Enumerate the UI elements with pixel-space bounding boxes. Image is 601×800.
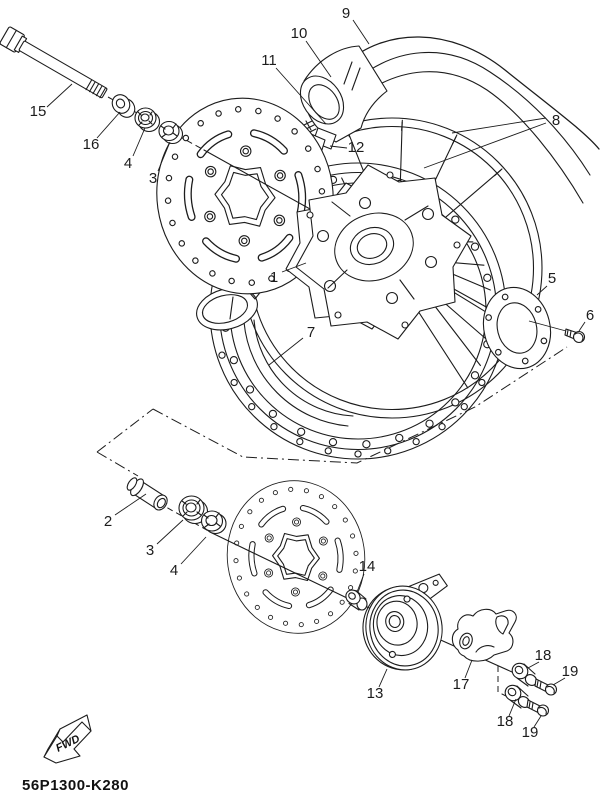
- bracket-17: [451, 608, 517, 662]
- collar-18-lower: [504, 684, 531, 709]
- part-label-2: 2: [104, 513, 112, 530]
- seal-4-lower: [200, 510, 227, 535]
- part-label-16: 16: [83, 136, 100, 153]
- callout-leader-18: [527, 661, 540, 669]
- part-label-3: 3: [146, 542, 154, 559]
- brake-disc-lower: [226, 480, 366, 634]
- callout-leader-8: [423, 122, 547, 169]
- callout-leader-14: [356, 573, 365, 593]
- fwd-arrow: FWD: [43, 714, 92, 764]
- callout-leader-4: [180, 536, 207, 565]
- rim-band-10: [299, 45, 388, 150]
- callout-leader-6: [578, 321, 586, 332]
- part-label-8: 8: [552, 112, 560, 129]
- bearing-4-upper: [134, 107, 161, 133]
- part-label-4: 4: [124, 155, 132, 172]
- axle-15: [0, 26, 108, 99]
- part-label-11: 11: [261, 52, 277, 69]
- callout-leader-18: [508, 698, 517, 717]
- part-label-6: 6: [586, 307, 594, 324]
- collar-16: [111, 94, 136, 118]
- mount-plate-5: [482, 286, 567, 370]
- part-label-18: 18: [535, 647, 552, 664]
- callout-leader-2: [114, 493, 147, 516]
- part-label-19: 19: [522, 724, 539, 741]
- callout-leader-9: [352, 19, 370, 45]
- bolt-19-upper: [534, 678, 558, 696]
- callout-leader-19: [533, 715, 542, 728]
- callout-leader-1: [281, 262, 307, 273]
- callout-leader-8: [451, 117, 547, 134]
- callout-leader-11: [275, 67, 327, 125]
- part-label-3: 3: [149, 170, 157, 187]
- callout-leader-19: [552, 677, 566, 686]
- callout-leader-3: [157, 141, 171, 172]
- bolt-19-lower: [526, 699, 550, 717]
- callout-leader-5: [536, 285, 548, 296]
- diagram-code: 56P1300-K280: [22, 777, 129, 794]
- bearing-3-lower: [178, 495, 209, 525]
- callout-leader-10: [305, 40, 332, 78]
- callout-leader-4: [132, 127, 146, 157]
- callout-leader-13: [378, 668, 388, 688]
- seal-3-upper: [158, 120, 184, 145]
- part-label-13: 13: [367, 685, 384, 702]
- callout-leader-15: [46, 83, 73, 108]
- collar-2: [126, 477, 168, 511]
- pulser-drum-13: [362, 573, 448, 671]
- part-label-10: 10: [291, 25, 308, 42]
- callout-leader-17: [464, 659, 473, 679]
- part-label-9: 9: [342, 5, 350, 22]
- part-label-1: 1: [270, 269, 278, 286]
- part-label-5: 5: [548, 270, 556, 287]
- part-label-17: 17: [453, 676, 470, 693]
- part-label-14: 14: [359, 558, 376, 575]
- callout-leader-12: [329, 145, 348, 149]
- part-label-15: 15: [30, 103, 47, 120]
- bolt-6: [564, 328, 586, 344]
- part-label-12: 12: [348, 139, 365, 156]
- part-label-7: 7: [307, 324, 315, 341]
- construction-lines: [96, 346, 568, 477]
- tire-outline: [344, 36, 600, 204]
- part-label-19: 19: [562, 663, 579, 680]
- callout-leader-7: [268, 337, 304, 366]
- callout-leader-16: [96, 111, 121, 139]
- part-label-4: 4: [170, 562, 178, 579]
- callout-leader-3: [156, 519, 184, 545]
- part-label-18: 18: [497, 713, 514, 730]
